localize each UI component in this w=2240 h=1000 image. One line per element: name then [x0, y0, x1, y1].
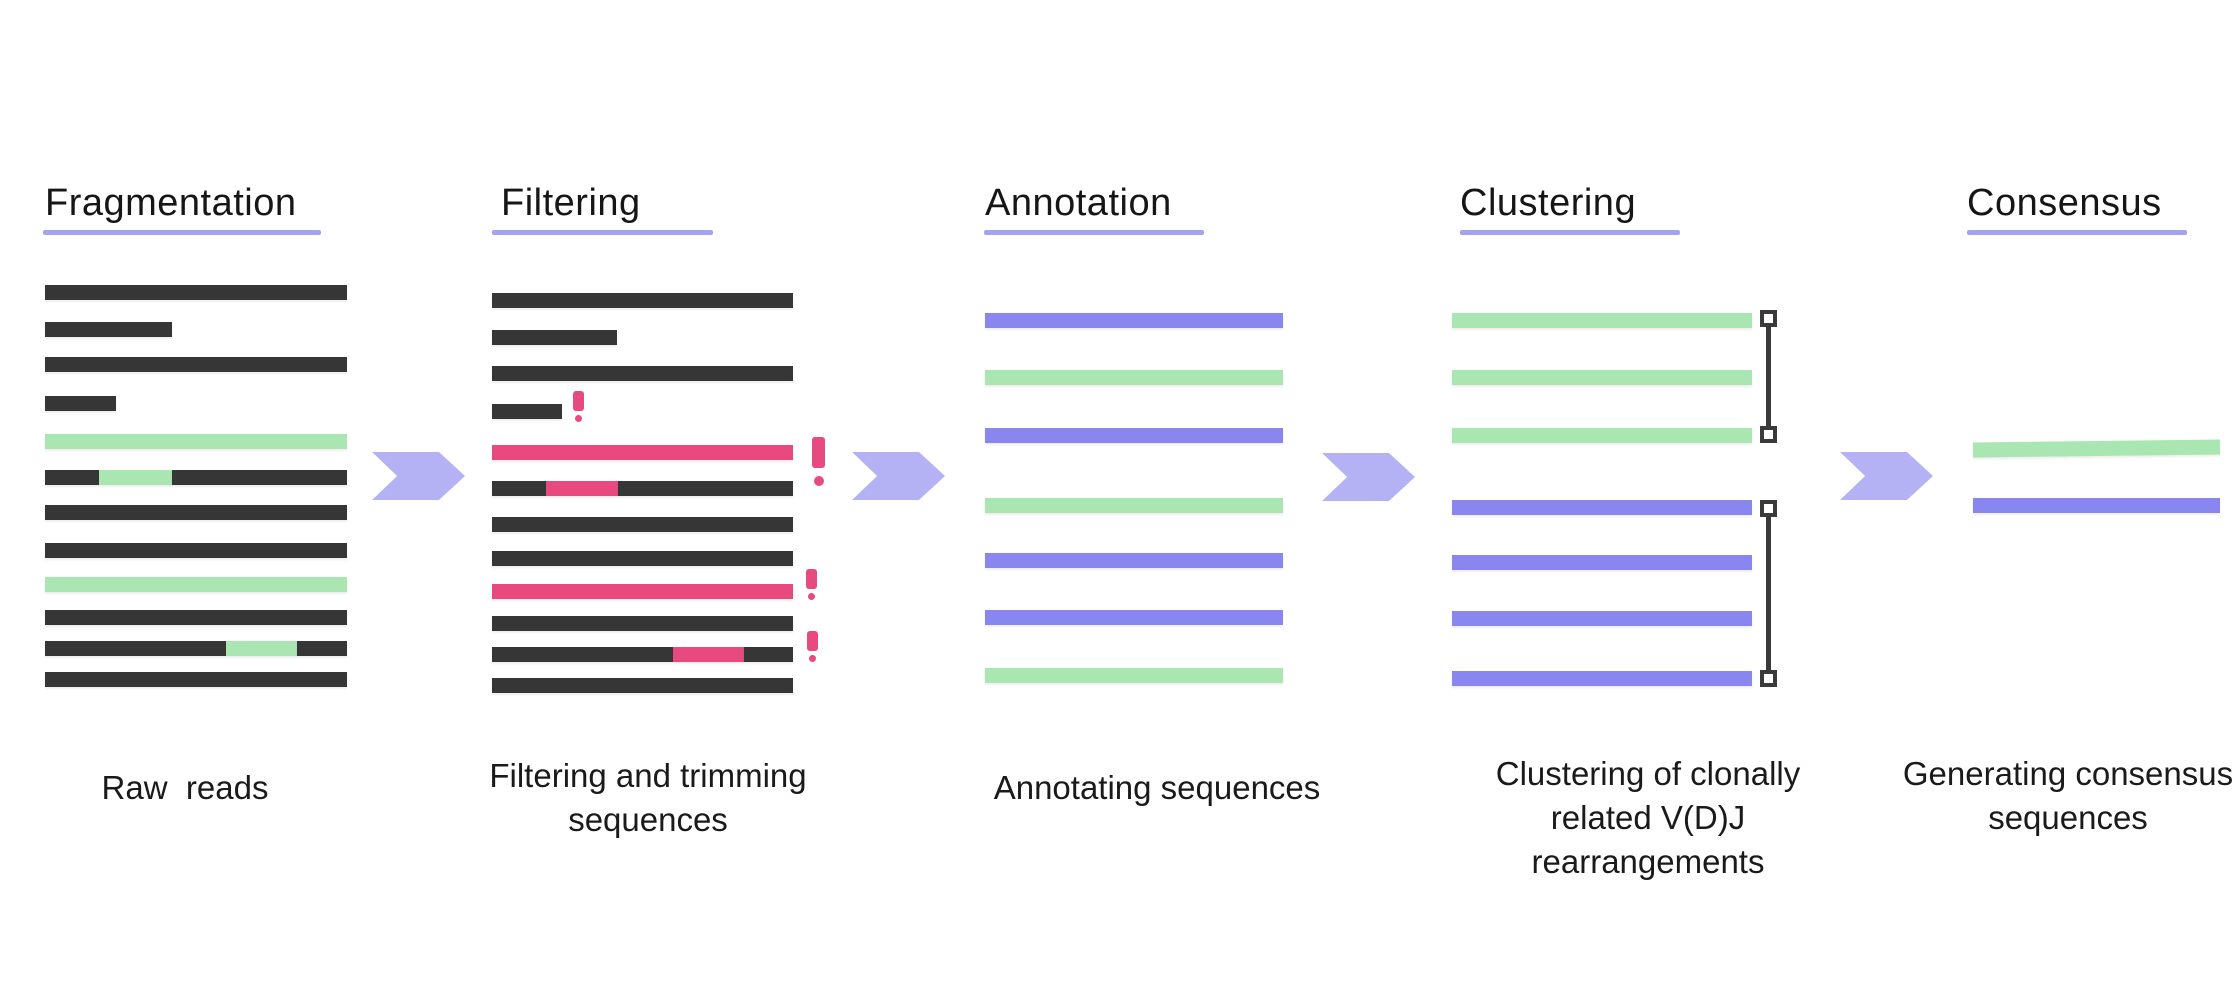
stage-title-annotation: Annotation [985, 182, 1172, 224]
flow-arrow-icon [372, 452, 465, 500]
read-bar-segment-purple [1452, 500, 1752, 515]
read-bar-segment-dark [492, 678, 793, 693]
exclamation-dot [808, 593, 815, 600]
read-bar-segment-green [1452, 428, 1752, 443]
flow-arrow-icon [1322, 453, 1415, 501]
caption-line: Filtering and trimming [489, 757, 807, 794]
read-bar-segment-dark [45, 672, 347, 687]
read-bar-segment-green [985, 498, 1283, 513]
stage-caption: Annotating sequences [994, 766, 1321, 810]
read-bar-segment-dark [45, 610, 347, 625]
caption-line: Generating consensus [1902, 755, 2234, 792]
caption-line: Annotating sequences [993, 769, 1321, 806]
read-bar-segment-dark [45, 285, 347, 300]
stage-title-consensus: Consensus [1967, 182, 2162, 224]
read-bar-segment-dark [45, 543, 347, 558]
read-bar-segment-dark [618, 481, 793, 496]
read-bar-segment-pink [672, 647, 744, 662]
read-bar-segment-purple [1452, 555, 1752, 570]
caption-line: Raw reads [101, 769, 269, 806]
caption-line: Clustering of clonally [1495, 755, 1801, 792]
cluster-bracket-line [1765, 318, 1771, 434]
read-bar-segment-dark [45, 357, 347, 372]
warning-exclamation-icon [812, 437, 825, 486]
read-bar-segment-purple [1452, 611, 1752, 626]
caption-line: sequences [1988, 799, 2148, 836]
stage-caption: Clustering of clonally related V(D)J rearr… [1496, 752, 1800, 884]
warning-exclamation-icon [573, 391, 584, 422]
read-bar-segment-pink [546, 481, 619, 496]
read-bar-segment-dark [492, 366, 793, 381]
read-bar-segment-green [45, 577, 347, 592]
title-underline [43, 230, 321, 235]
read-bar-segment-dark [171, 470, 347, 485]
stage-title-filtering: Filtering [501, 182, 641, 224]
flow-arrow-icon [852, 452, 945, 500]
exclamation-dot [813, 476, 824, 486]
read-bar-segment-dark [492, 330, 617, 345]
read-bar-segment-dark [45, 322, 172, 337]
read-bar-segment-green [226, 641, 298, 656]
read-bar-segment-dark [45, 396, 116, 411]
read-bar-segment-purple [1973, 498, 2220, 513]
stage-title-fragmentation: Fragmentation [45, 182, 297, 224]
stage-caption: Generating consensus sequences [1903, 752, 2233, 840]
title-underline [492, 230, 713, 235]
read-bar-segment-purple [1452, 671, 1752, 686]
read-bar-segment-dark [297, 641, 347, 656]
read-bar-segment-green [1452, 313, 1752, 328]
read-bar-segment-purple [985, 610, 1283, 625]
warning-exclamation-icon [806, 569, 817, 600]
read-bar-segment-green [985, 370, 1283, 385]
exclamation-stem [573, 391, 584, 411]
exclamation-dot [809, 655, 816, 662]
exclamation-dot [575, 415, 582, 422]
stage-caption: Raw reads [102, 766, 269, 810]
caption-line: rearrangements [1531, 843, 1765, 880]
read-bar-segment-purple [985, 428, 1283, 443]
bracket-handle-square [1759, 309, 1777, 327]
warning-exclamation-icon [807, 631, 818, 662]
read-bar-segment-dark [492, 616, 793, 631]
caption-line: sequences [568, 801, 728, 838]
read-bar-segment-green [99, 470, 172, 485]
read-bar-segment-dark [45, 505, 347, 520]
title-underline [1460, 230, 1680, 235]
stage-caption: Filtering and trimming sequences [489, 754, 806, 842]
read-bar-segment-pink [492, 584, 793, 599]
read-bar-segment-dark [45, 470, 100, 485]
read-bar-segment-green [1452, 370, 1752, 385]
read-bar-segment-dark [492, 293, 793, 308]
read-bar-segment-purple [985, 553, 1283, 568]
exclamation-stem [807, 631, 818, 651]
title-underline [984, 230, 1204, 235]
read-bar-segment-dark [492, 551, 793, 566]
read-bar-segment-green [45, 434, 347, 449]
bracket-handle-square [1759, 499, 1777, 517]
read-bar-segment-pink [492, 445, 793, 460]
read-bar-segment-dark [45, 641, 227, 656]
title-underline [1967, 230, 2187, 235]
exclamation-stem [812, 437, 825, 468]
exclamation-stem [806, 569, 817, 589]
cluster-bracket-line [1765, 508, 1771, 678]
read-bar-segment-green [985, 668, 1283, 683]
flow-arrow-icon [1840, 452, 1933, 500]
read-bar-segment-dark [492, 404, 563, 419]
caption-line: related V(D)J [1550, 799, 1746, 836]
read-bar-segment-dark [743, 647, 793, 662]
stage-title-clustering: Clustering [1460, 182, 1637, 224]
read-bar-segment-dark [492, 647, 673, 662]
bracket-handle-square [1759, 425, 1777, 443]
read-bar-segment-green [1972, 439, 2221, 458]
read-bar-segment-dark [492, 481, 547, 496]
read-bar-segment-purple [985, 313, 1283, 328]
read-bar-segment-dark [492, 517, 793, 532]
bracket-handle-square [1759, 669, 1777, 687]
